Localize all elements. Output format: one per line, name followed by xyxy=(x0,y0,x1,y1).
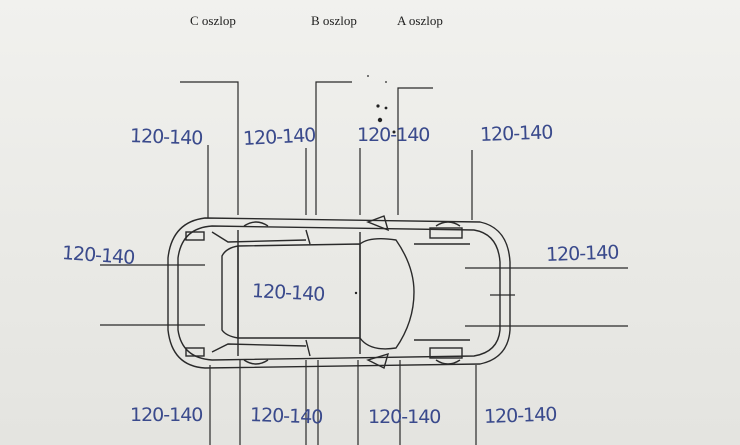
measurement-bottom-3: 120-140 xyxy=(368,406,441,428)
c-pillar-label: C oszlop xyxy=(190,13,236,28)
measurement-bottom-2: 120-140 xyxy=(249,404,323,429)
measurement-top-front: 120-140 xyxy=(479,121,553,146)
measurement-top-a: 120-140 xyxy=(357,124,430,146)
measurement-bottom-4: 120-140 xyxy=(483,403,557,428)
measurement-roof: 120-140 xyxy=(251,280,325,306)
measurement-top-c: 120-140 xyxy=(129,125,203,150)
measurement-front: 120-140 xyxy=(545,241,619,266)
leader-lines-bottom xyxy=(209,360,477,445)
b-pillar-label: B oszlop xyxy=(311,13,357,28)
a-pillar-label: A oszlop xyxy=(397,13,443,28)
measurement-bottom-1: 120-140 xyxy=(130,404,203,426)
leader-lines-top xyxy=(180,81,473,220)
measurement-top-b: 120-140 xyxy=(242,124,316,150)
car-body xyxy=(167,215,511,370)
